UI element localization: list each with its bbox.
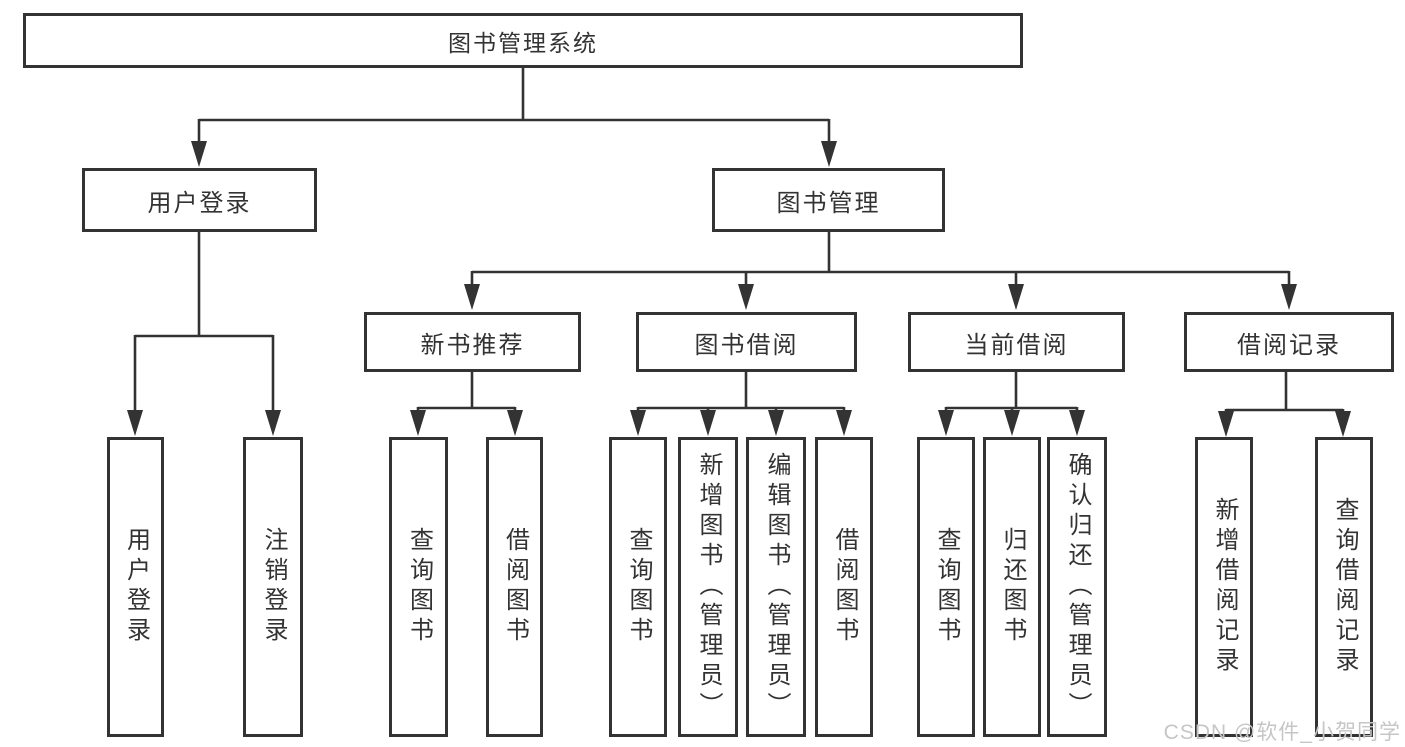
edge-newbook-to-children	[410, 372, 523, 436]
node-records-query-record: 查询借阅记录	[1315, 437, 1373, 737]
edge-records-to-children	[1218, 372, 1351, 437]
node-borrowing-edit-books-admin: 编辑图书（管理员）	[746, 437, 806, 737]
edge-borrowing-to-children	[630, 372, 852, 436]
node-records-add-record: 新增借阅记录	[1195, 437, 1253, 737]
node-borrowing-query-books: 查询图书	[609, 437, 667, 737]
node-borrowing-add-books-admin: 新增图书（管理员）	[678, 437, 738, 737]
edge-bookmgmt-to-level3	[464, 232, 1297, 310]
node-library-system: 图书管理系统	[23, 13, 1023, 68]
node-current-return-books: 归还图书	[983, 437, 1041, 737]
node-current-confirm-return-admin: 确认归还（管理员）	[1047, 437, 1107, 737]
node-newbook-query-books: 查询图书	[389, 437, 448, 737]
watermark: CSDN @软件_小贺同学	[1163, 721, 1401, 744]
node-borrowing-borrow-books: 借阅图书	[815, 437, 873, 737]
edge-root-to-level2	[191, 68, 837, 167]
node-new-book-recommend: 新书推荐	[364, 312, 581, 372]
node-logout: 注销登录	[243, 437, 303, 737]
node-book-management: 图书管理	[712, 168, 945, 232]
edge-userlogin-to-children	[127, 232, 281, 436]
node-current-borrowing: 当前借阅	[908, 312, 1125, 372]
node-newbook-borrow-books: 借阅图书	[486, 437, 543, 737]
node-book-borrowing: 图书借阅	[636, 312, 857, 372]
edge-current-to-children	[938, 372, 1085, 436]
node-current-query-books: 查询图书	[917, 437, 975, 737]
node-user-login: 用户登录	[82, 168, 317, 232]
node-login: 用户登录	[107, 437, 164, 737]
node-borrowing-records: 借阅记录	[1184, 312, 1394, 372]
